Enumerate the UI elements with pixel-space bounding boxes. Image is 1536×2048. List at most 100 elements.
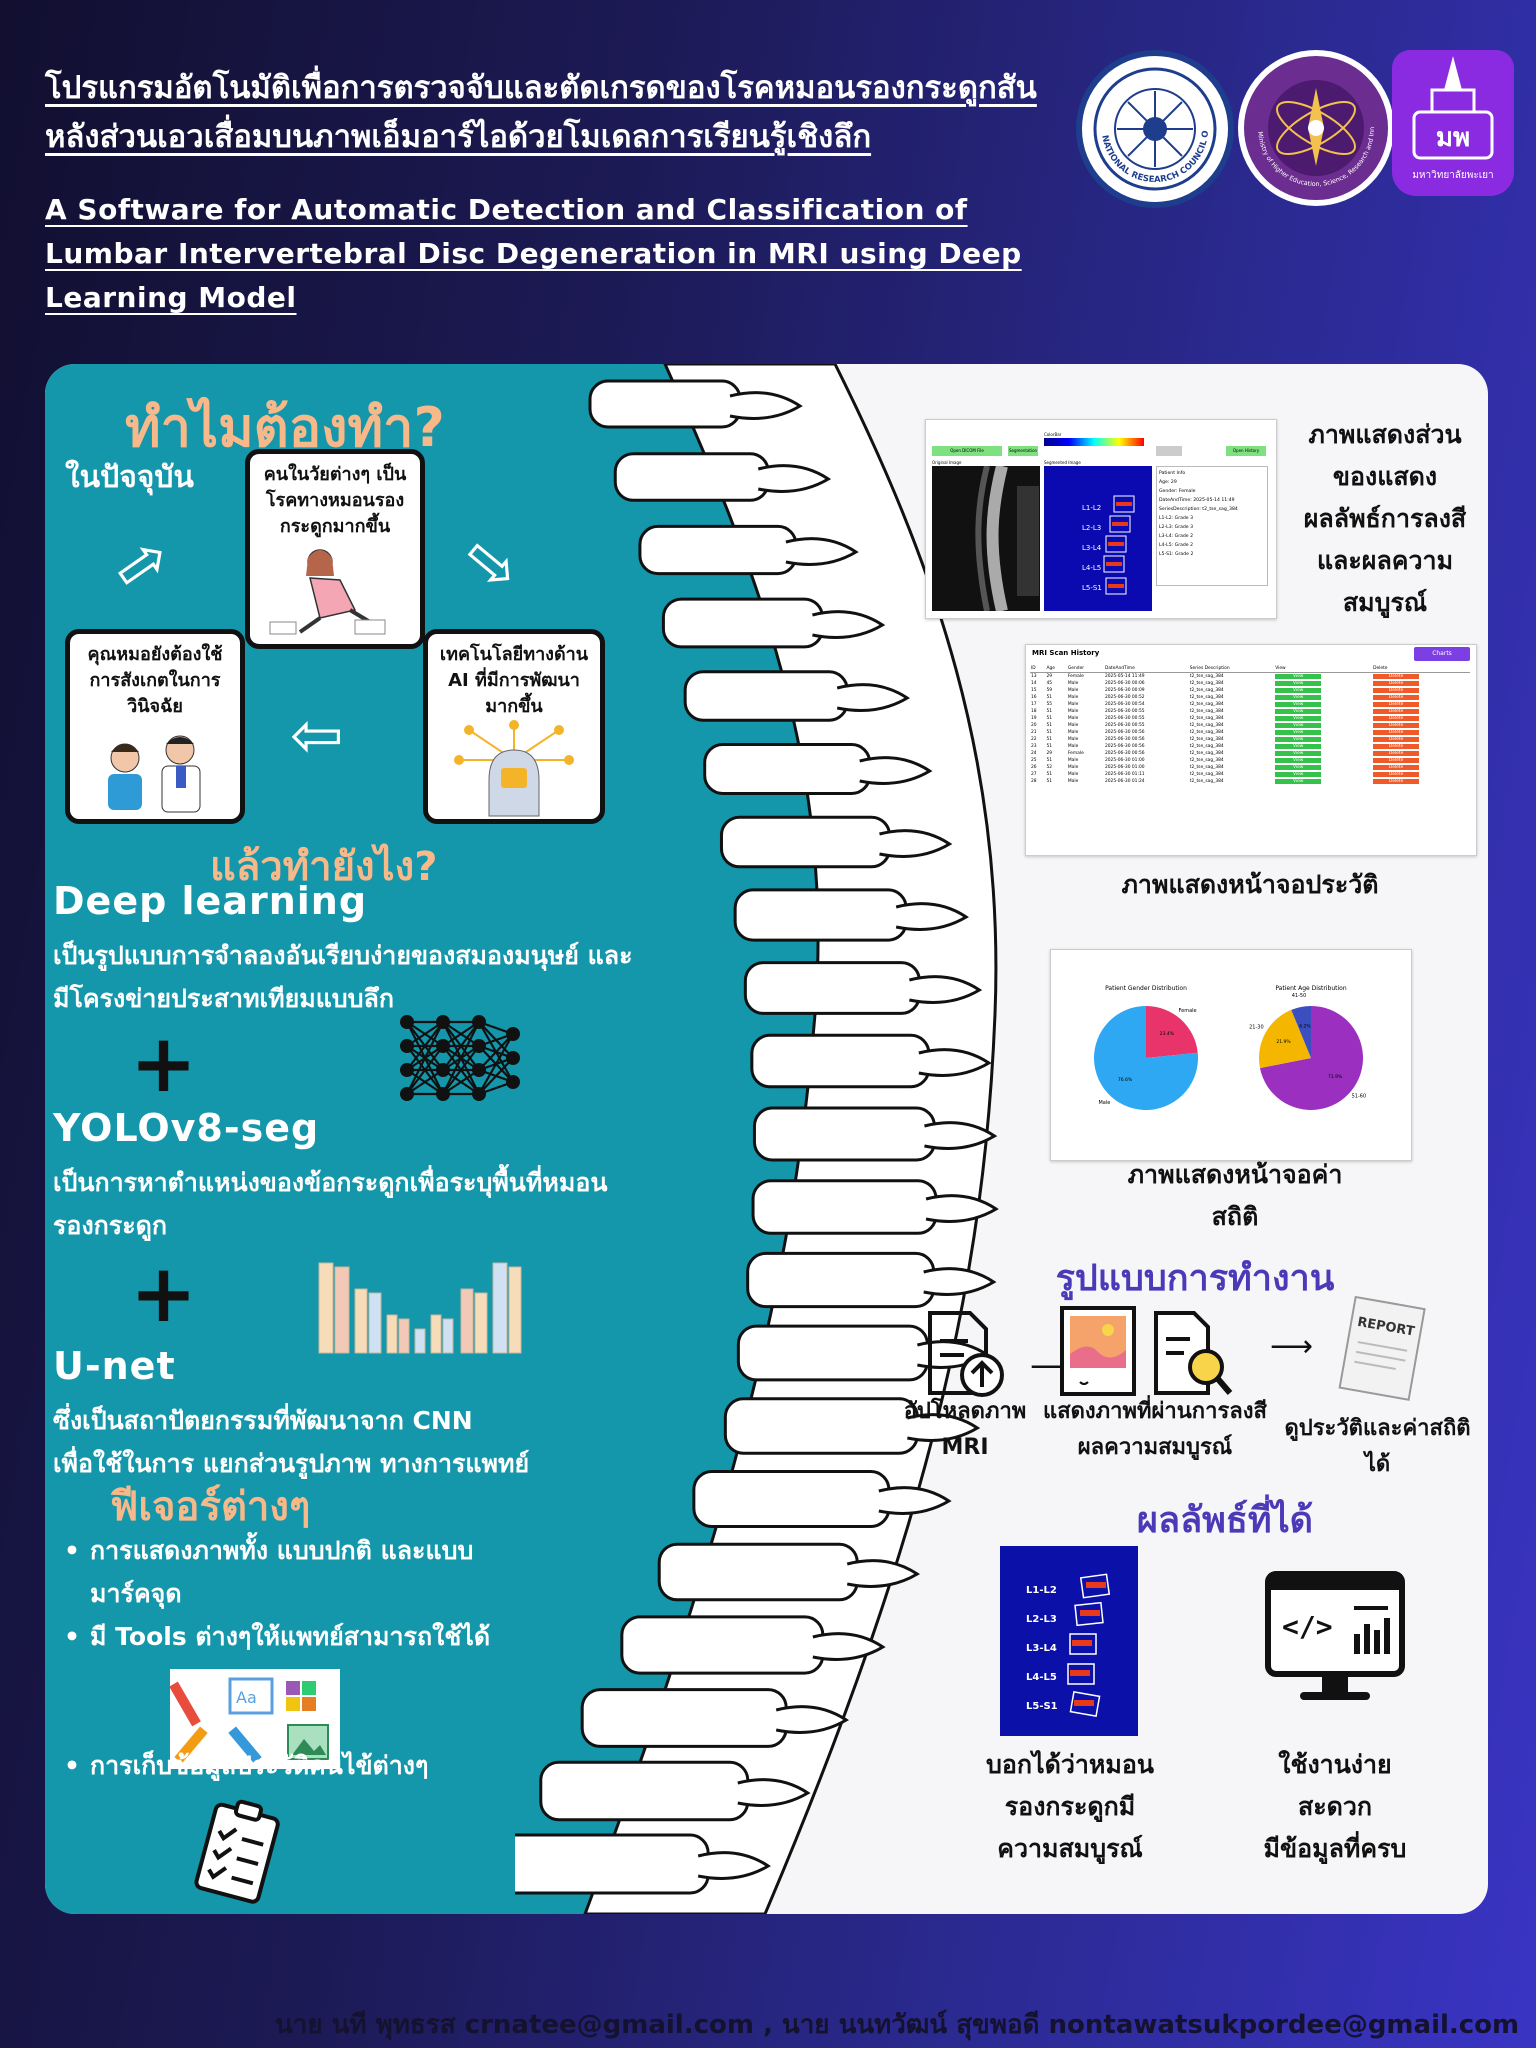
workflow-heading: รูปแบบการทำงาน — [1055, 1258, 1335, 1299]
table-cell: 2025-06-30 01:00 — [1104, 758, 1145, 763]
stats-caption: ภาพแสดงหน้าจอค่า สถิติ — [1090, 1154, 1380, 1238]
table-cell: Male — [1067, 772, 1079, 777]
delete-button[interactable]: Delete — [1373, 688, 1420, 693]
doctor-patient-icon — [108, 735, 201, 813]
view-button[interactable]: View — [1275, 723, 1322, 728]
segment-caption-line: และผลความ — [1316, 546, 1454, 575]
table-cell: View — [1274, 680, 1372, 687]
feature-1b-text: มาร์คจุด — [90, 1579, 182, 1608]
table-cell: 18 — [1031, 709, 1037, 714]
view-button[interactable]: View — [1275, 779, 1322, 784]
segmentation-button[interactable]: Segmentation — [1008, 446, 1038, 456]
nn-node — [436, 1039, 450, 1053]
result-2-line: สะดวก — [1297, 1792, 1373, 1821]
result-1-line: ความสมบูรณ์ — [997, 1834, 1143, 1863]
view-button[interactable]: View — [1275, 758, 1322, 763]
back-pain-person-icon — [269, 549, 386, 635]
nn-edge — [406, 1069, 444, 1095]
delete-button[interactable]: Delete — [1373, 709, 1420, 714]
table-cell: Male — [1067, 688, 1079, 693]
pie-slice — [1259, 1006, 1363, 1110]
delete-button[interactable]: Delete — [1373, 765, 1420, 770]
vertebra — [638, 524, 798, 576]
view-button[interactable]: View — [1275, 772, 1322, 777]
delete-button[interactable]: Delete — [1373, 674, 1420, 679]
delete-button[interactable]: Delete — [1373, 723, 1420, 728]
view-button[interactable]: View — [1275, 730, 1322, 735]
delete-button[interactable]: Delete — [1373, 737, 1420, 742]
card-doctor-observation-text: คุณหมอยังต้องใช้การสังเกตในการวินิจฉัย — [87, 644, 223, 717]
view-button[interactable]: View — [1275, 674, 1322, 679]
table-cell: 52 — [1046, 765, 1053, 770]
view-button[interactable]: View — [1275, 688, 1322, 693]
view-button[interactable]: View — [1275, 716, 1322, 721]
view-button[interactable]: View — [1275, 765, 1322, 770]
view-button[interactable]: View — [1275, 695, 1322, 700]
history-caption: ภาพแสดงหน้าจอประวัติ — [1045, 864, 1455, 906]
vertebra-process — [812, 1632, 886, 1661]
deep-learning-description: เป็นรูปแบบการจำลองอันเรียบง่ายของสมองมนุ… — [53, 934, 693, 1020]
delete-button[interactable]: Delete — [1373, 695, 1420, 700]
table-cell: Delete — [1372, 687, 1470, 694]
charts-button[interactable]: Charts — [1414, 647, 1470, 661]
table-cell: 45 — [1046, 681, 1053, 686]
table-cell: View — [1274, 736, 1372, 743]
segment-caption-line: สมบูรณ์ — [1342, 588, 1428, 617]
pie-percent-label: 21.9% — [1276, 1039, 1291, 1045]
toolbar-icons[interactable] — [1156, 446, 1182, 456]
delete-button[interactable]: Delete — [1373, 779, 1420, 784]
pie-slice — [1094, 1006, 1198, 1110]
pie-category-label: Male — [1098, 1100, 1110, 1106]
table-cell: 51 — [1046, 716, 1053, 721]
delete-button[interactable]: Delete — [1373, 751, 1420, 756]
segment-caption: ภาพแสดงส่วน ของแสดง ผลลัพธ์การลงสี และผล… — [1290, 414, 1480, 624]
info-line: DateAndTime: 2025-05-14 11:49 — [1159, 498, 1235, 503]
open-history-button[interactable]: Open History — [1226, 446, 1266, 456]
table-cell: 17 — [1031, 702, 1037, 707]
view-button[interactable]: View — [1275, 702, 1322, 707]
delete-button[interactable]: Delete — [1373, 758, 1420, 763]
pie-category-label: 41-50 — [1292, 993, 1307, 999]
table-cell: 51 — [1046, 723, 1053, 728]
delete-button[interactable]: Delete — [1373, 744, 1420, 749]
delete-button[interactable]: Delete — [1373, 716, 1420, 721]
delete-button[interactable]: Delete — [1373, 730, 1420, 735]
table-cell: 23 — [1031, 744, 1037, 749]
delete-button[interactable]: Delete — [1373, 681, 1420, 686]
nrct-logo: NATIONAL RESEARCH COUNCIL OF THAILAND — [1076, 50, 1234, 208]
result-level-label: L1-L2 — [1026, 1585, 1057, 1596]
nn-node — [400, 1087, 414, 1101]
view-button[interactable]: View — [1275, 681, 1322, 686]
pie-percent-label: 23.4% — [1160, 1031, 1175, 1037]
vertebra-process — [908, 975, 983, 1004]
table-cell: 26 — [1031, 765, 1037, 770]
open-dicom-button[interactable]: Open DICOM File — [932, 446, 1002, 456]
table-cell: Male — [1067, 737, 1079, 742]
view-button[interactable]: View — [1275, 744, 1322, 749]
table-cell: Female — [1067, 751, 1084, 756]
vertebra-process — [918, 1048, 992, 1077]
table-cell: t2_tse_sag_384 — [1189, 681, 1224, 686]
card-ai-technology-text: เทคโนโลยีทางด้าน AI ที่มีการพัฒนามากขึ้น — [439, 644, 589, 717]
table-cell: 16 — [1031, 695, 1037, 700]
view-button[interactable]: View — [1275, 751, 1322, 756]
table-cell: View — [1274, 722, 1372, 729]
monitor-code-icon: </> — [1265, 1571, 1405, 1700]
table-cell: Delete — [1372, 708, 1470, 715]
delete-button[interactable]: Delete — [1373, 772, 1420, 777]
result-2-caption: ใช้งานง่าย สะดวก มีข้อมูลที่ครบ — [1225, 1744, 1445, 1870]
vertebra-process — [878, 1486, 952, 1515]
view-button[interactable]: View — [1275, 709, 1322, 714]
delete-button[interactable]: Delete — [1373, 702, 1420, 707]
view-button[interactable]: View — [1275, 737, 1322, 742]
title-english-line-3: Learning Model — [45, 281, 297, 314]
